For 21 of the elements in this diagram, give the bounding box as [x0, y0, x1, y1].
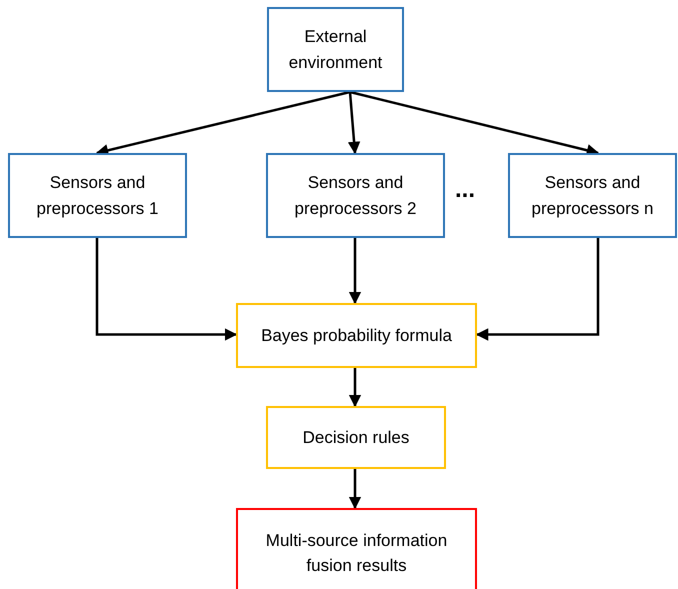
box-label: Decision rules — [302, 426, 410, 449]
arrow — [96, 238, 238, 341]
box-label: Sensors and preprocessors 2 — [294, 172, 418, 220]
ellipsis-text: ... — [455, 176, 476, 204]
box-label: Sensors and preprocessors 1 — [36, 172, 160, 220]
process-box — [236, 508, 477, 589]
arrow — [348, 238, 362, 304]
process-box — [236, 303, 477, 368]
arrow — [348, 92, 360, 154]
process-box — [267, 7, 404, 92]
process-box — [266, 153, 445, 238]
box-label: Multi-source information fusion results — [264, 530, 448, 577]
process-box — [266, 406, 446, 469]
box-label: External environment — [288, 26, 384, 74]
box-label: Bayes probability formula — [261, 324, 452, 347]
arrow — [348, 469, 362, 510]
process-box — [8, 153, 187, 238]
arrow — [476, 238, 600, 341]
box-label: Sensors and preprocessors n — [530, 172, 654, 220]
arrow — [348, 368, 362, 408]
process-box — [508, 153, 677, 238]
